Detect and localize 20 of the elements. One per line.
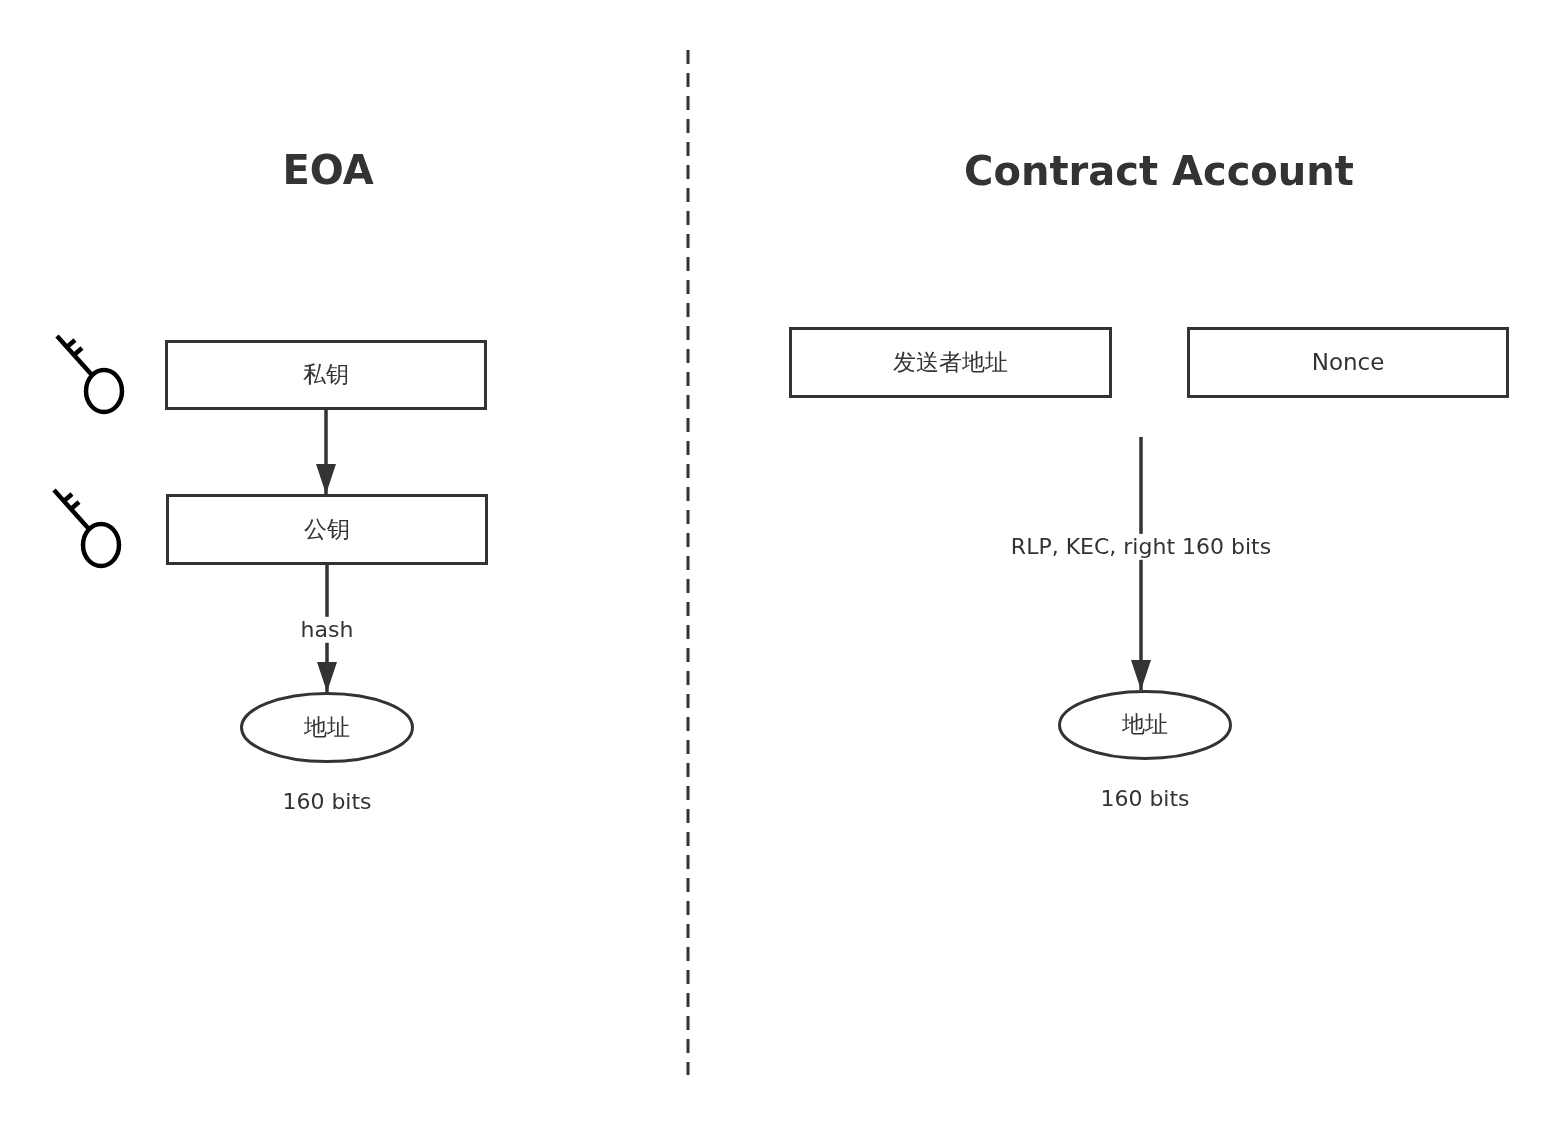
address-ellipse [240, 692, 414, 763]
process-box [789, 327, 1112, 398]
node-label: 私钥 [303, 361, 349, 389]
size-note: 160 bits [1100, 786, 1190, 813]
column-heading: EOA [282, 146, 374, 194]
node-label: 地址 [304, 713, 350, 742]
arrow [316, 410, 336, 494]
size-note: 160 bits [282, 789, 372, 816]
node-label: Nonce [1311, 348, 1385, 377]
node-label: 公钥 [304, 515, 350, 544]
edge-label: hash [299, 616, 355, 644]
process-box [1187, 327, 1509, 398]
node-label: 地址 [1122, 711, 1168, 739]
process-box [166, 494, 488, 565]
column-heading: Contract Account [964, 147, 1354, 195]
arrow [1131, 437, 1151, 691]
process-box [165, 340, 487, 410]
address-ellipse [1058, 690, 1232, 760]
edge-label: RLP, KEC, right 160 bits [1009, 533, 1273, 561]
node-label: 发送者地址 [893, 348, 1008, 377]
